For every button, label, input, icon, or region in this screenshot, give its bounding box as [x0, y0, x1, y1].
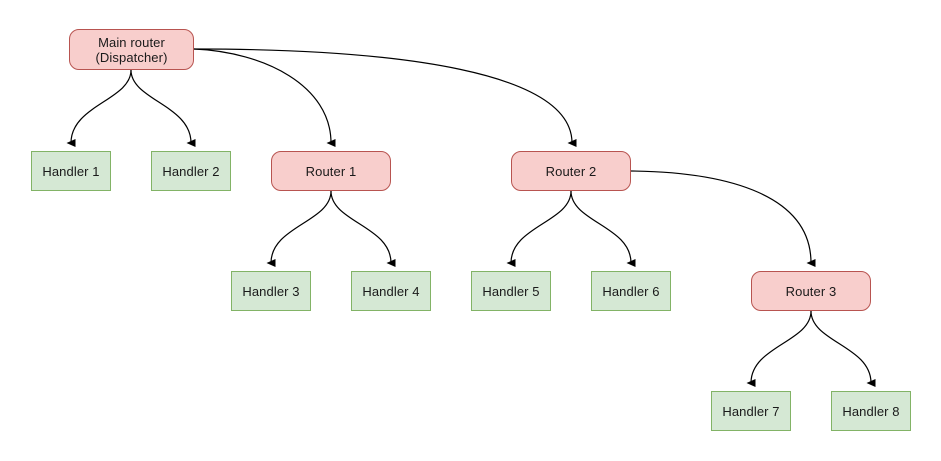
node-label-handler-3: Handler 3 — [242, 283, 300, 299]
node-label-main-router: Main router (Dispatcher) — [95, 34, 168, 65]
edge-router-2-to-handler-5 — [506, 190, 572, 268]
node-handler-8[interactable]: Handler 8 — [831, 391, 911, 431]
node-main-router[interactable]: Main router (Dispatcher) — [69, 29, 194, 70]
node-label-handler-6: Handler 6 — [602, 283, 660, 299]
node-handler-2[interactable]: Handler 2 — [151, 151, 231, 191]
node-label-handler-5: Handler 5 — [482, 283, 540, 299]
edge-router-1-to-handler-3 — [266, 190, 332, 268]
edge-main-to-handler-1 — [66, 69, 132, 148]
node-router-2[interactable]: Router 2 — [511, 151, 631, 191]
node-label-router-1: Router 1 — [305, 163, 357, 179]
node-label-handler-8: Handler 8 — [842, 403, 900, 419]
edge-router-1-to-handler-4 — [330, 190, 396, 267]
node-router-3[interactable]: Router 3 — [751, 271, 871, 311]
edge-main-to-router-1 — [193, 48, 336, 147]
edge-paths — [66, 48, 876, 388]
node-label-router-3: Router 3 — [785, 283, 837, 299]
node-handler-1[interactable]: Handler 1 — [31, 151, 111, 191]
edge-router-3-to-handler-7 — [746, 310, 812, 388]
node-handler-6[interactable]: Handler 6 — [591, 271, 671, 311]
node-handler-7[interactable]: Handler 7 — [711, 391, 791, 431]
edge-main-to-handler-2 — [130, 69, 196, 147]
node-router-1[interactable]: Router 1 — [271, 151, 391, 191]
edge-router-2-to-router-3 — [630, 170, 816, 267]
node-label-handler-1: Handler 1 — [42, 163, 100, 179]
node-label-handler-7: Handler 7 — [722, 403, 780, 419]
node-handler-4[interactable]: Handler 4 — [351, 271, 431, 311]
edge-router-2-to-handler-6 — [570, 190, 636, 267]
node-label-handler-2: Handler 2 — [162, 163, 220, 179]
edge-main-to-router-2 — [193, 48, 577, 147]
node-handler-3[interactable]: Handler 3 — [231, 271, 311, 311]
node-handler-5[interactable]: Handler 5 — [471, 271, 551, 311]
node-label-router-2: Router 2 — [545, 163, 597, 179]
node-label-handler-4: Handler 4 — [362, 283, 420, 299]
edge-router-3-to-handler-8 — [810, 310, 876, 387]
